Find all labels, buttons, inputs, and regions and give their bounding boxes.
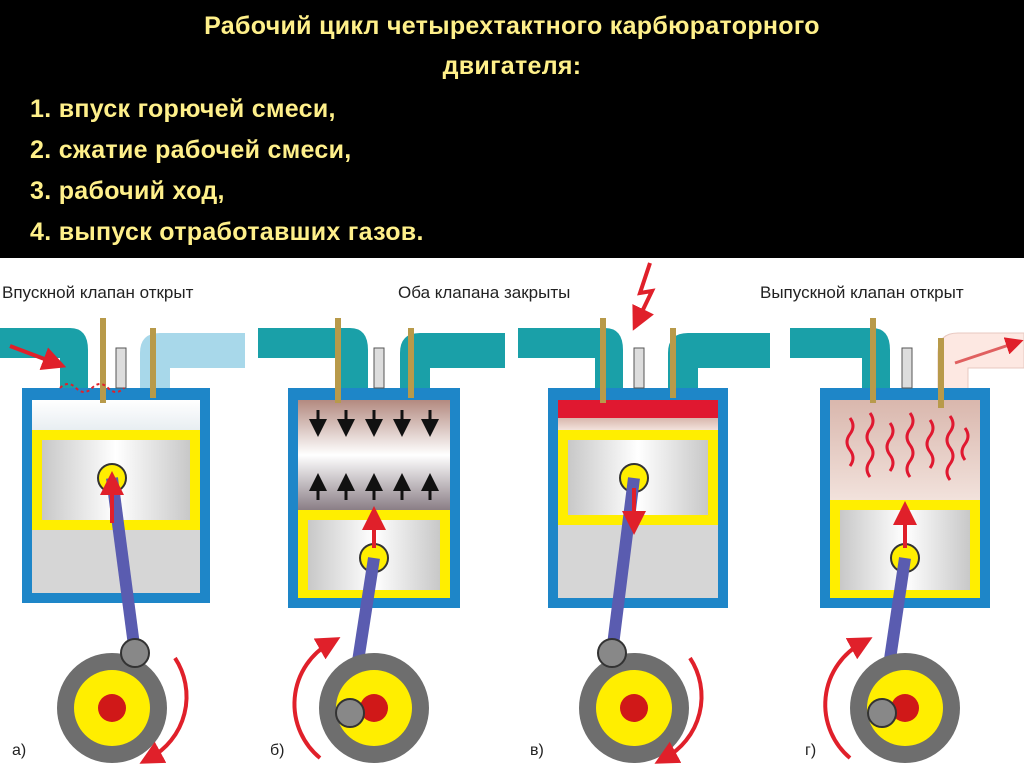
engine-compression — [258, 318, 505, 763]
step-power: 3. рабочий ход, — [30, 177, 225, 206]
spark-plug — [116, 348, 126, 388]
caption-both-valves-closed: Оба клапана закрыты — [398, 283, 570, 303]
label-v: в) — [530, 742, 544, 760]
intake-valve — [100, 318, 106, 403]
caption-intake-valve-open: Впускной клапан открыт — [2, 283, 193, 303]
step-compression: 2. сжатие рабочей смеси, — [30, 136, 351, 165]
engine-intake — [0, 318, 245, 763]
label-g: г) — [805, 742, 816, 760]
cylinder-head — [22, 388, 210, 400]
step-intake: 1. впуск горючей смеси, — [30, 95, 336, 124]
exhaust-valve — [150, 328, 156, 398]
combustion-chamber — [32, 400, 200, 430]
engine-power — [518, 263, 770, 763]
exhaust-gases — [830, 400, 980, 500]
engine-exhaust — [790, 318, 1024, 763]
ignition-flash — [558, 400, 718, 418]
slide-title-line2: двигателя: — [0, 52, 1024, 81]
spark-bolt-icon — [638, 263, 652, 320]
slide-title-line1: Рабочий цикл четырехтактного карбюраторн… — [0, 12, 1024, 41]
caption-exhaust-valve-open: Выпускной клапан открыт — [760, 283, 964, 303]
label-b: б) — [270, 742, 285, 760]
engine-diagram-svg — [0, 258, 1024, 767]
label-a: а) — [12, 742, 26, 760]
slide-header: Рабочий цикл четырехтактного карбюраторн… — [0, 0, 1024, 258]
step-exhaust: 4. выпуск отработавших газов. — [30, 218, 424, 247]
